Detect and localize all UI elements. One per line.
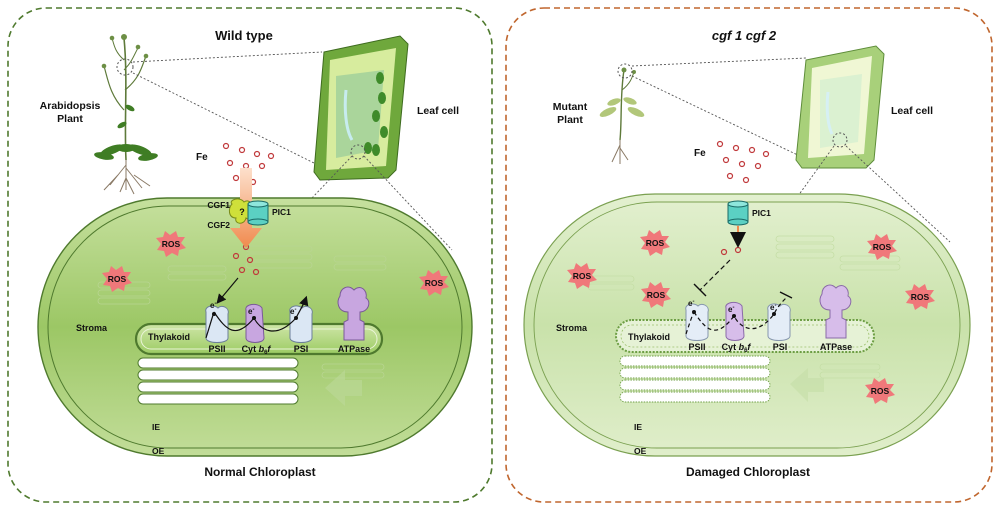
leaf-cell-label: Leaf cell — [417, 105, 459, 117]
electron-label: e- — [290, 307, 296, 316]
svg-text:ROS: ROS — [425, 278, 444, 288]
electron-label: e- — [688, 299, 694, 308]
cgf1-label: CGF1 — [207, 200, 230, 210]
oe-label: OE — [634, 446, 647, 456]
inhibited-path — [699, 259, 731, 291]
cytb6f-complex — [725, 301, 745, 341]
stroma-label: Stroma — [556, 323, 588, 333]
plant-label-line2: Plant — [57, 113, 83, 125]
atpase-label: ATPase — [338, 344, 370, 354]
pic1-transporter — [247, 200, 269, 226]
zoom-line — [311, 155, 353, 199]
oe-label: OE — [152, 446, 165, 456]
mutant-panel-frame — [505, 7, 993, 503]
mutant-title: cgf 1 cgf 2 — [712, 28, 777, 43]
plant-label-line2: Plant — [557, 114, 583, 126]
ros-burst: ROS — [867, 234, 897, 260]
pic1-transporter — [727, 200, 749, 226]
leaf-cell-illustration — [795, 45, 885, 169]
ros-burst: ROS — [156, 231, 186, 257]
zoom-line — [132, 72, 321, 167]
svg-text:ROS: ROS — [646, 238, 665, 248]
electron-label: e- — [770, 303, 776, 312]
thylakoid-lumen — [620, 324, 870, 348]
wild-type-title: Wild type — [215, 28, 273, 43]
zoom-line — [363, 155, 453, 251]
zoom-line — [845, 145, 951, 243]
plant-label-line1: Mutant — [553, 101, 588, 113]
cgf2-label: CGF2 — [207, 220, 230, 230]
svg-text:ROS: ROS — [873, 242, 892, 252]
cytb6f-label: Cyt b6f — [722, 342, 752, 354]
ros-burst: ROS — [640, 230, 670, 256]
plant-zoom-circle — [116, 58, 134, 76]
electron-dots — [692, 310, 776, 318]
psi-label: PSI — [773, 342, 788, 352]
cytb6f-complex — [245, 303, 265, 343]
leaf-zoom-circle — [350, 144, 366, 160]
psi-complex — [289, 305, 313, 343]
psi-label: PSI — [294, 344, 309, 354]
thylakoid-label: Thylakoid — [148, 332, 190, 342]
plant-zoom-circle — [617, 63, 633, 79]
grana-stack — [619, 355, 771, 403]
zoom-line — [631, 57, 807, 67]
faint-arrow — [325, 370, 362, 406]
plant-label-line1: Arabidopsis — [40, 100, 101, 112]
pic1-label: PIC1 — [752, 208, 771, 218]
electron-label: e- — [248, 307, 254, 316]
atpase-complex — [819, 284, 852, 339]
inhibition-bar — [693, 283, 707, 297]
zoom-line — [132, 51, 323, 63]
background-grana — [587, 235, 901, 379]
fe-label: Fe — [694, 148, 706, 159]
fe-label: Fe — [196, 152, 208, 163]
thylakoid-label: Thylakoid — [628, 332, 670, 342]
atpase-label: ATPase — [820, 342, 852, 352]
electron-dots — [212, 312, 298, 320]
svg-text:ROS: ROS — [911, 292, 930, 302]
ros-burst: ROS — [102, 266, 132, 292]
ros-burst: ROS — [905, 284, 935, 310]
electron-label: e- — [210, 301, 216, 310]
inhibition-bar — [779, 291, 793, 299]
damaged-chloroplast-caption: Damaged Chloroplast — [686, 465, 810, 479]
psii-complex — [205, 305, 229, 343]
svg-text:ROS: ROS — [573, 271, 592, 281]
faint-arrow — [790, 368, 824, 402]
arabidopsis-plant-illustration — [94, 34, 158, 195]
leaf-zoom-circle — [832, 132, 848, 148]
psii-label: PSII — [688, 342, 705, 352]
psii-complex — [685, 303, 709, 341]
psii-label: PSII — [208, 344, 225, 354]
svg-text:ROS: ROS — [162, 239, 181, 249]
ie-label: IE — [152, 422, 160, 432]
unknown-protein-label: ? — [239, 207, 245, 217]
ros-burst: ROS — [419, 270, 449, 296]
leaf-cell-illustration — [313, 35, 409, 181]
iron-particles — [716, 140, 770, 256]
iron-particles — [222, 142, 275, 276]
normal-chloroplast-caption: Normal Chloroplast — [204, 465, 315, 479]
grana-stack — [137, 357, 299, 405]
atpase-complex — [337, 286, 370, 341]
stroma-label: Stroma — [76, 323, 108, 333]
background-grana — [97, 245, 387, 379]
ros-burst: ROS — [567, 263, 597, 289]
iron-to-psii-arrow — [216, 277, 239, 304]
ros-burst: ROS — [641, 282, 671, 308]
cytb6f-label: Cyt b6f — [242, 344, 272, 356]
ros-burst: ROS — [865, 378, 895, 404]
leaf-cell-label: Leaf cell — [891, 105, 933, 117]
svg-text:ROS: ROS — [647, 290, 666, 300]
mutant-plant-illustration — [599, 67, 645, 164]
svg-text:ROS: ROS — [108, 274, 127, 284]
ie-label: IE — [634, 422, 642, 432]
pic1-label: PIC1 — [272, 207, 291, 217]
wild-type-panel-frame — [7, 7, 493, 503]
thylakoid-membrane — [615, 319, 875, 353]
svg-text:ROS: ROS — [871, 386, 890, 396]
electron-label: e- — [728, 305, 734, 314]
